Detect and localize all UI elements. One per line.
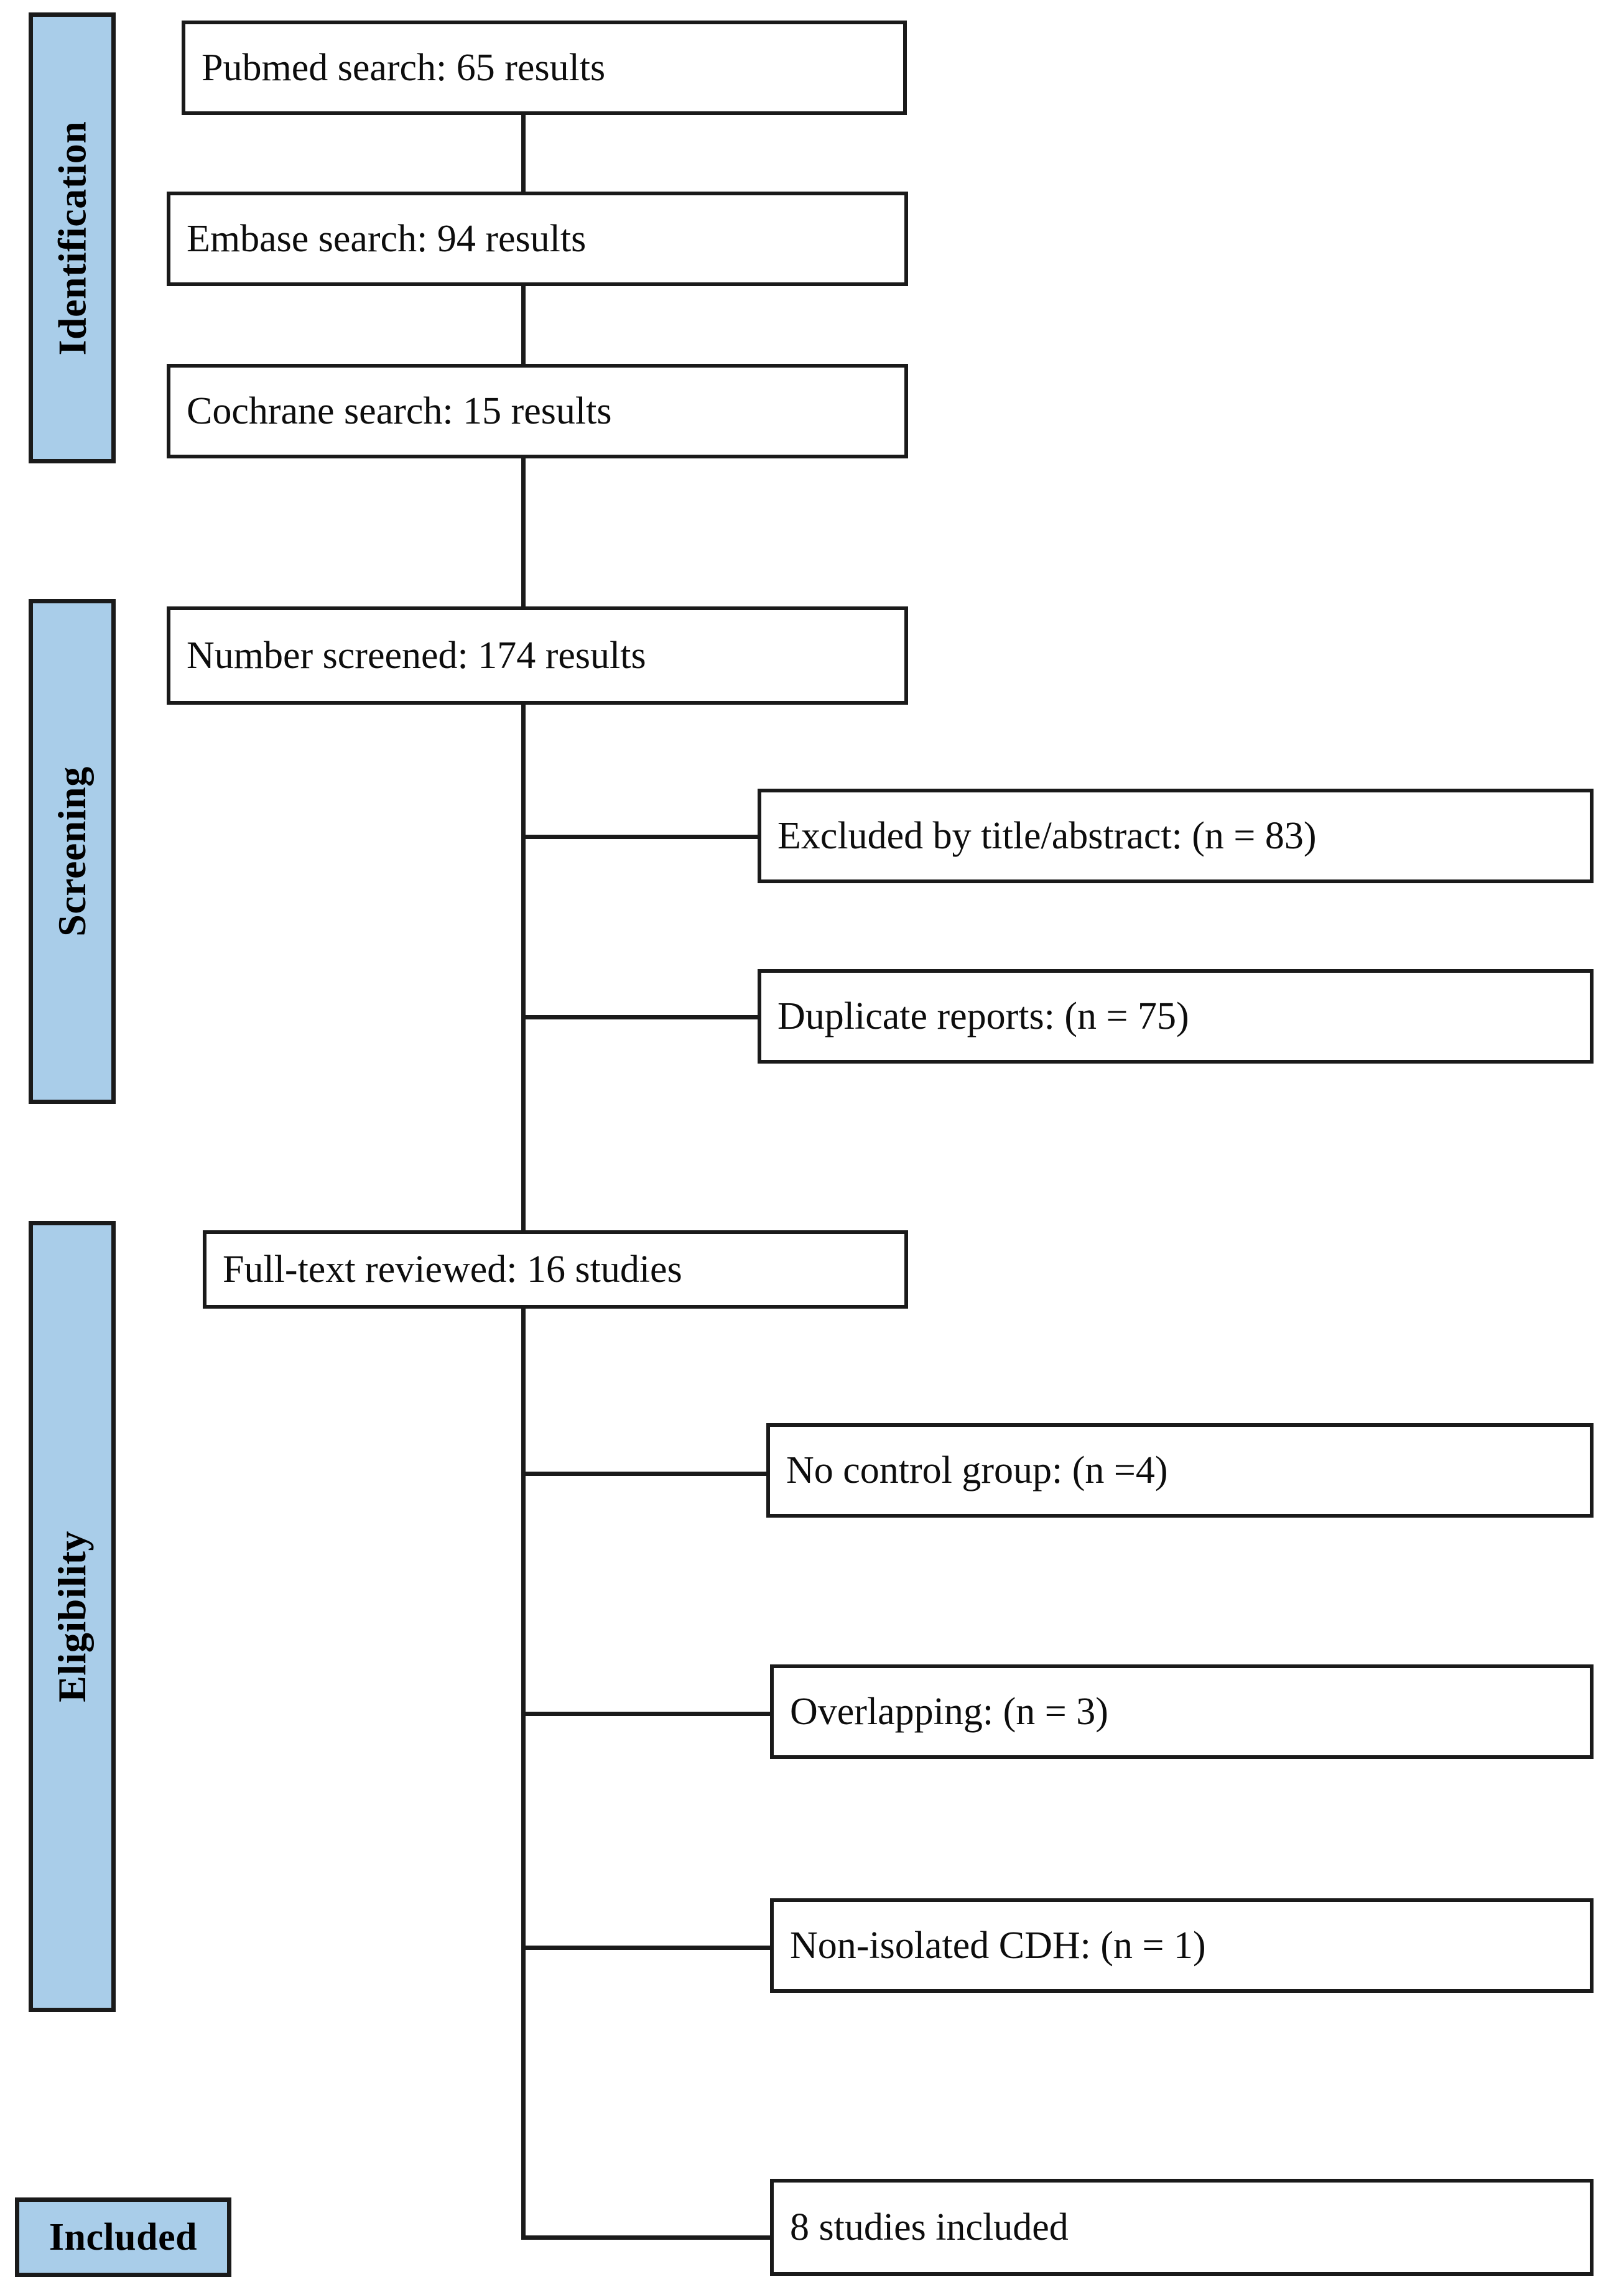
connector-screened-to-fulltext: [521, 703, 526, 1235]
connector-cochrane-to-screened: [521, 457, 526, 608]
connector-branch-excluded-title-abstract: [521, 835, 763, 839]
connector-branch-studies-included: [521, 2235, 770, 2240]
flow-box-embase-label: Embase search: 94 results: [187, 217, 587, 260]
flow-box-excluded-title-abstract-label: Excluded by title/abstract: (n = 83): [777, 814, 1317, 857]
stage-label-identification: Identification: [50, 121, 94, 355]
stage-bar-included: Included: [15, 2197, 231, 2277]
connector-pubmed-to-embase: [521, 112, 526, 196]
flow-box-number-screened[interactable]: Number screened: 174 results: [167, 606, 908, 705]
flow-box-number-screened-label: Number screened: 174 results: [187, 634, 646, 677]
flow-box-cochrane[interactable]: Cochrane search: 15 results: [167, 364, 908, 458]
flow-box-full-text-reviewed[interactable]: Full-text reviewed: 16 studies: [203, 1230, 908, 1309]
flow-box-studies-included-label: 8 studies included: [790, 2206, 1069, 2248]
stage-bar-eligibility: Eligibility: [29, 1221, 116, 2012]
flow-box-overlapping-label: Overlapping: (n = 3): [790, 1690, 1108, 1733]
stage-label-included: Included: [49, 2215, 198, 2258]
stage-bar-identification: Identification: [29, 12, 116, 463]
stage-bar-screening: Screening: [29, 599, 116, 1104]
stage-label-screening: Screening: [50, 766, 94, 937]
connector-embase-to-cochrane: [521, 283, 526, 365]
connector-branch-duplicate-reports: [521, 1015, 763, 1019]
flow-box-pubmed[interactable]: Pubmed search: 65 results: [182, 21, 907, 115]
flow-box-pubmed-label: Pubmed search: 65 results: [202, 46, 606, 89]
flow-box-duplicate-reports-label: Duplicate reports: (n = 75): [777, 995, 1189, 1037]
flow-box-no-control-group[interactable]: No control group: (n =4): [766, 1423, 1594, 1518]
flow-box-excluded-title-abstract[interactable]: Excluded by title/abstract: (n = 83): [758, 789, 1594, 883]
connector-branch-overlapping: [521, 1712, 770, 1716]
connector-branch-non-isolated-cdh: [521, 1946, 770, 1950]
stage-label-eligibility: Eligibility: [50, 1531, 94, 1702]
flow-box-embase[interactable]: Embase search: 94 results: [167, 192, 908, 286]
flow-box-studies-included[interactable]: 8 studies included: [770, 2179, 1594, 2276]
flow-box-full-text-reviewed-label: Full-text reviewed: 16 studies: [223, 1248, 682, 1291]
flow-box-no-control-group-label: No control group: (n =4): [786, 1449, 1168, 1492]
flow-box-cochrane-label: Cochrane search: 15 results: [187, 389, 612, 432]
flow-box-non-isolated-cdh[interactable]: Non-isolated CDH: (n = 1): [770, 1898, 1594, 1993]
flow-box-duplicate-reports[interactable]: Duplicate reports: (n = 75): [758, 969, 1594, 1064]
connector-fulltext-to-included: [521, 1306, 526, 2239]
flow-box-overlapping[interactable]: Overlapping: (n = 3): [770, 1664, 1594, 1759]
connector-branch-no-control-group: [521, 1472, 770, 1476]
flow-box-non-isolated-cdh-label: Non-isolated CDH: (n = 1): [790, 1924, 1206, 1967]
